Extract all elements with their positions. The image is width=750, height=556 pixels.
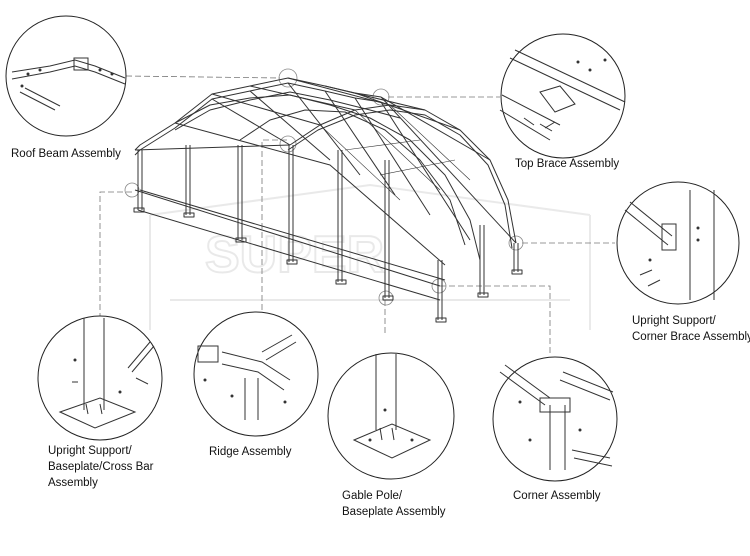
label-top-brace-assembly: Top Brace Assembly	[515, 156, 619, 172]
detail-corner-brace	[616, 181, 740, 305]
leader-roof-beam	[125, 75, 281, 79]
detail-baseplate	[37, 315, 163, 441]
rear-gable	[174, 91, 401, 131]
detail-gable-baseplate	[327, 352, 455, 480]
label-gable-pole-assembly: Gable Pole/ Baseplate Assembly	[342, 488, 446, 520]
back-eave	[380, 96, 517, 244]
leader-ridge	[261, 139, 287, 312]
corner-line1: Corner Assembly	[513, 490, 601, 502]
gable-line2: Baseplate Assembly	[342, 506, 446, 518]
leader-lines	[99, 75, 615, 356]
top-brace-line1: Top Brace Assembly	[515, 158, 620, 170]
baseplate-line2: Baseplate/Cross Bar	[48, 461, 154, 473]
corner-brace-line1: Upright Support/	[632, 315, 716, 327]
tent-frame	[133, 77, 523, 323]
label-baseplate-assembly: Upright Support/ Baseplate/Cross Bar Ass…	[48, 443, 153, 491]
detail-ridge	[193, 311, 319, 437]
baseplate-line1: Upright Support/	[48, 445, 132, 457]
label-corner-brace-assembly: Upright Support/ Corner Brace Assembly	[632, 313, 750, 345]
roof-beam-line1: Roof Beam Assembly	[11, 148, 121, 160]
leader-baseplate	[99, 191, 132, 318]
detail-roof-beam	[5, 15, 127, 137]
leader-corner	[440, 285, 551, 356]
label-corner-assembly: Corner Assembly	[513, 488, 601, 504]
corner-brace-line2: Corner Brace Assembly	[632, 331, 750, 343]
front-eave	[134, 144, 291, 151]
label-roof-beam-assembly: Roof Beam Assembly	[11, 146, 121, 162]
detail-top-brace	[499, 33, 626, 159]
ridge-line1: Ridge Assembly	[209, 446, 292, 458]
gable-line1: Gable Pole/	[342, 490, 403, 502]
detail-corner	[492, 356, 618, 482]
baseplate-line3: Assembly	[48, 477, 98, 489]
label-ridge-assembly: Ridge Assembly	[209, 444, 291, 460]
front-gable	[134, 77, 382, 151]
